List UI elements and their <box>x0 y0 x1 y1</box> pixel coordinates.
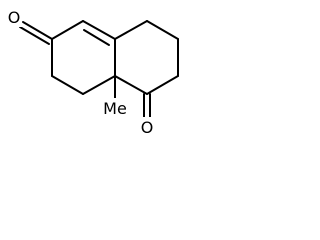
bond-c3-o-left-b <box>19 26 50 45</box>
oxygen-right-label: O <box>141 118 154 137</box>
bond-c7-c8 <box>146 75 179 95</box>
bond-c4a-c4 <box>82 20 116 40</box>
bond-c3-o-left-a <box>22 21 53 40</box>
bond-c4a-c4-double <box>83 29 110 46</box>
methyl-background <box>104 98 128 118</box>
oxygen-left-label: O <box>8 8 21 27</box>
bond-c5-c6 <box>146 20 179 40</box>
oxygen-right-background <box>139 117 155 137</box>
molecule-structure: O O Me <box>6 7 179 137</box>
bond-c8-c8a <box>114 75 148 95</box>
oxygen-left-background <box>6 7 22 27</box>
bond-c4a-c5 <box>114 20 148 40</box>
bond-c2-c1 <box>51 75 84 95</box>
methyl-label: Me <box>103 99 127 118</box>
bond-c1-c8a <box>82 75 116 95</box>
bond-c4-c3 <box>51 20 84 40</box>
